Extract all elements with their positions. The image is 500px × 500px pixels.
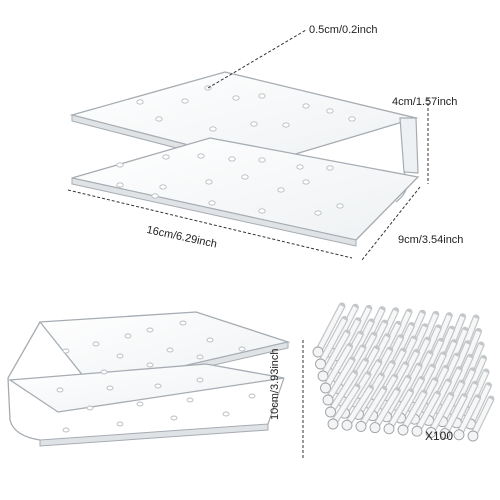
stick-length-label: 10cm/3.93inch [269,348,281,420]
lollipop-stick-end [320,382,331,394]
lollipop-stick-end [467,430,479,442]
lollipop-stick-highlight [398,378,424,420]
depth-label: 9cm/3.54inch [398,234,464,246]
lollipop-stick-end [369,422,381,434]
lollipop-stick-highlight [454,383,478,424]
thickness-label: 0.5cm/0.2inch [309,24,378,36]
stick-holes-top [136,85,356,132]
lollipop-stick-highlight [359,388,386,428]
height-label: 4cm/1.57inch [392,96,458,108]
lollipop-stick-highlight [335,333,363,379]
large-acrylic-stand [69,71,420,247]
lollipop-stick-highlight [318,318,347,366]
lollipop-stick-highlight [382,363,408,406]
lollipop-stick-end [411,425,423,437]
small-acrylic-stand [7,311,291,447]
lollipop-stick-highlight [468,384,491,425]
lollipop-sticks-bundle [312,302,495,442]
lollipop-stick-end [425,426,437,438]
lollipop-stick-highlight [316,304,344,354]
lollipop-stick-highlight [337,346,365,391]
lollipop-stick-end [355,420,367,432]
lollipop-stick-highlight [332,319,360,367]
lollipop-stick-highlight [354,361,381,404]
lollipop-stick-highlight [379,350,406,394]
lollipop-stick-end [383,423,395,435]
lollipop-stick-highlight [323,345,352,390]
lollipop-stick-highlight [470,398,494,437]
lollipop-stick-highlight [368,362,395,405]
lollipop-stick-highlight [429,394,453,434]
lollipop-stick-highlight [426,380,451,422]
lollipop-stick-end [315,358,326,370]
lollipop-stick-highlight [351,347,379,392]
lollipop-stick-highlight [415,393,440,433]
lollipop-stick-highlight [321,331,349,378]
stick-holes-bottom [116,153,344,216]
lollipop-stick-highlight [456,396,480,436]
lollipop-stick-end [327,418,339,430]
lollipop-stick-end [317,370,329,382]
quantity-badge: X100 [425,429,454,443]
lollipop-stick-highlight [440,382,464,423]
lollipop-stick-end [453,429,465,441]
lollipop-stick-highlight [393,351,419,396]
stick-holes-small [56,320,256,433]
lollipop-stick-highlight [401,391,426,432]
lollipop-stick-highlight [443,395,467,435]
dimension-lines [67,29,429,261]
lollipop-stick-end [397,424,409,436]
lollipop-stick-highlight [409,366,435,409]
lollipop-stick-end [341,419,353,431]
lollipop-stick-highlight [345,386,373,427]
lollipop-stick-end [322,394,334,406]
lollipop-stick-highlight [326,358,354,402]
lollipop-stick-highlight [329,306,358,355]
lollipop-stick-highlight [328,372,357,414]
lollipop-stick-end [325,406,336,418]
lollipop-stick-highlight [387,390,413,430]
lollipop-stick-highlight [384,377,411,418]
lollipop-stick-highlight [331,385,359,426]
lollipop-stick-highlight [373,389,400,429]
lollipop-stick-end [439,428,451,440]
lollipop-stick-highlight [412,379,437,421]
lollipop-stick-highlight [396,364,421,408]
lollipop-stick-highlight [365,349,392,393]
